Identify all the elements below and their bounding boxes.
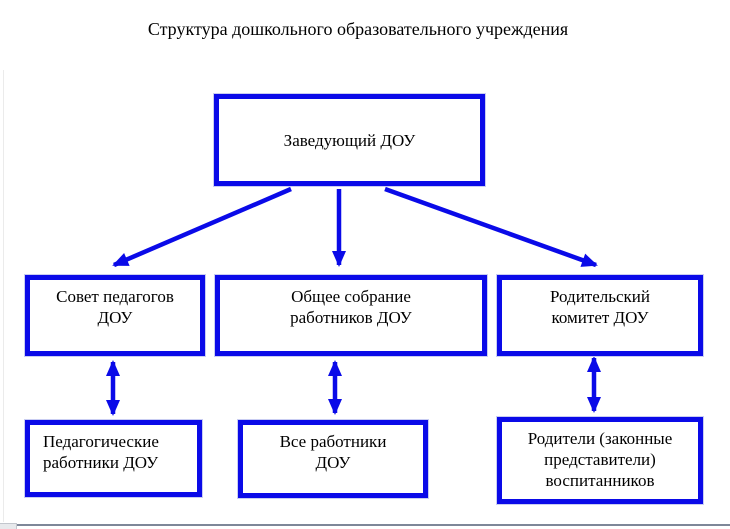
node-all-staff: Все работники ДОУ — [238, 420, 428, 498]
arrow-head-to-council — [112, 186, 292, 268]
node-parents: Родители (законные представители) воспит… — [497, 417, 703, 504]
page-edge-line — [3, 70, 4, 522]
node-teachers-council: Совет педагогов ДОУ — [25, 275, 205, 356]
node-head-of-preschool: Заведующий ДОУ — [214, 94, 485, 186]
node-staff-assembly: Общее собрание работников ДОУ — [215, 275, 487, 356]
node-teaching-staff: Педагогические работники ДОУ — [25, 420, 202, 497]
diagram-title: Структура дошкольного образовательного у… — [147, 19, 569, 39]
window-bottom-border — [17, 524, 730, 526]
arrow-head-to-parentcom — [384, 186, 598, 268]
node-parent-committee: Родительский комитет ДОУ — [497, 275, 703, 356]
scrollbar-corner — [0, 523, 17, 529]
